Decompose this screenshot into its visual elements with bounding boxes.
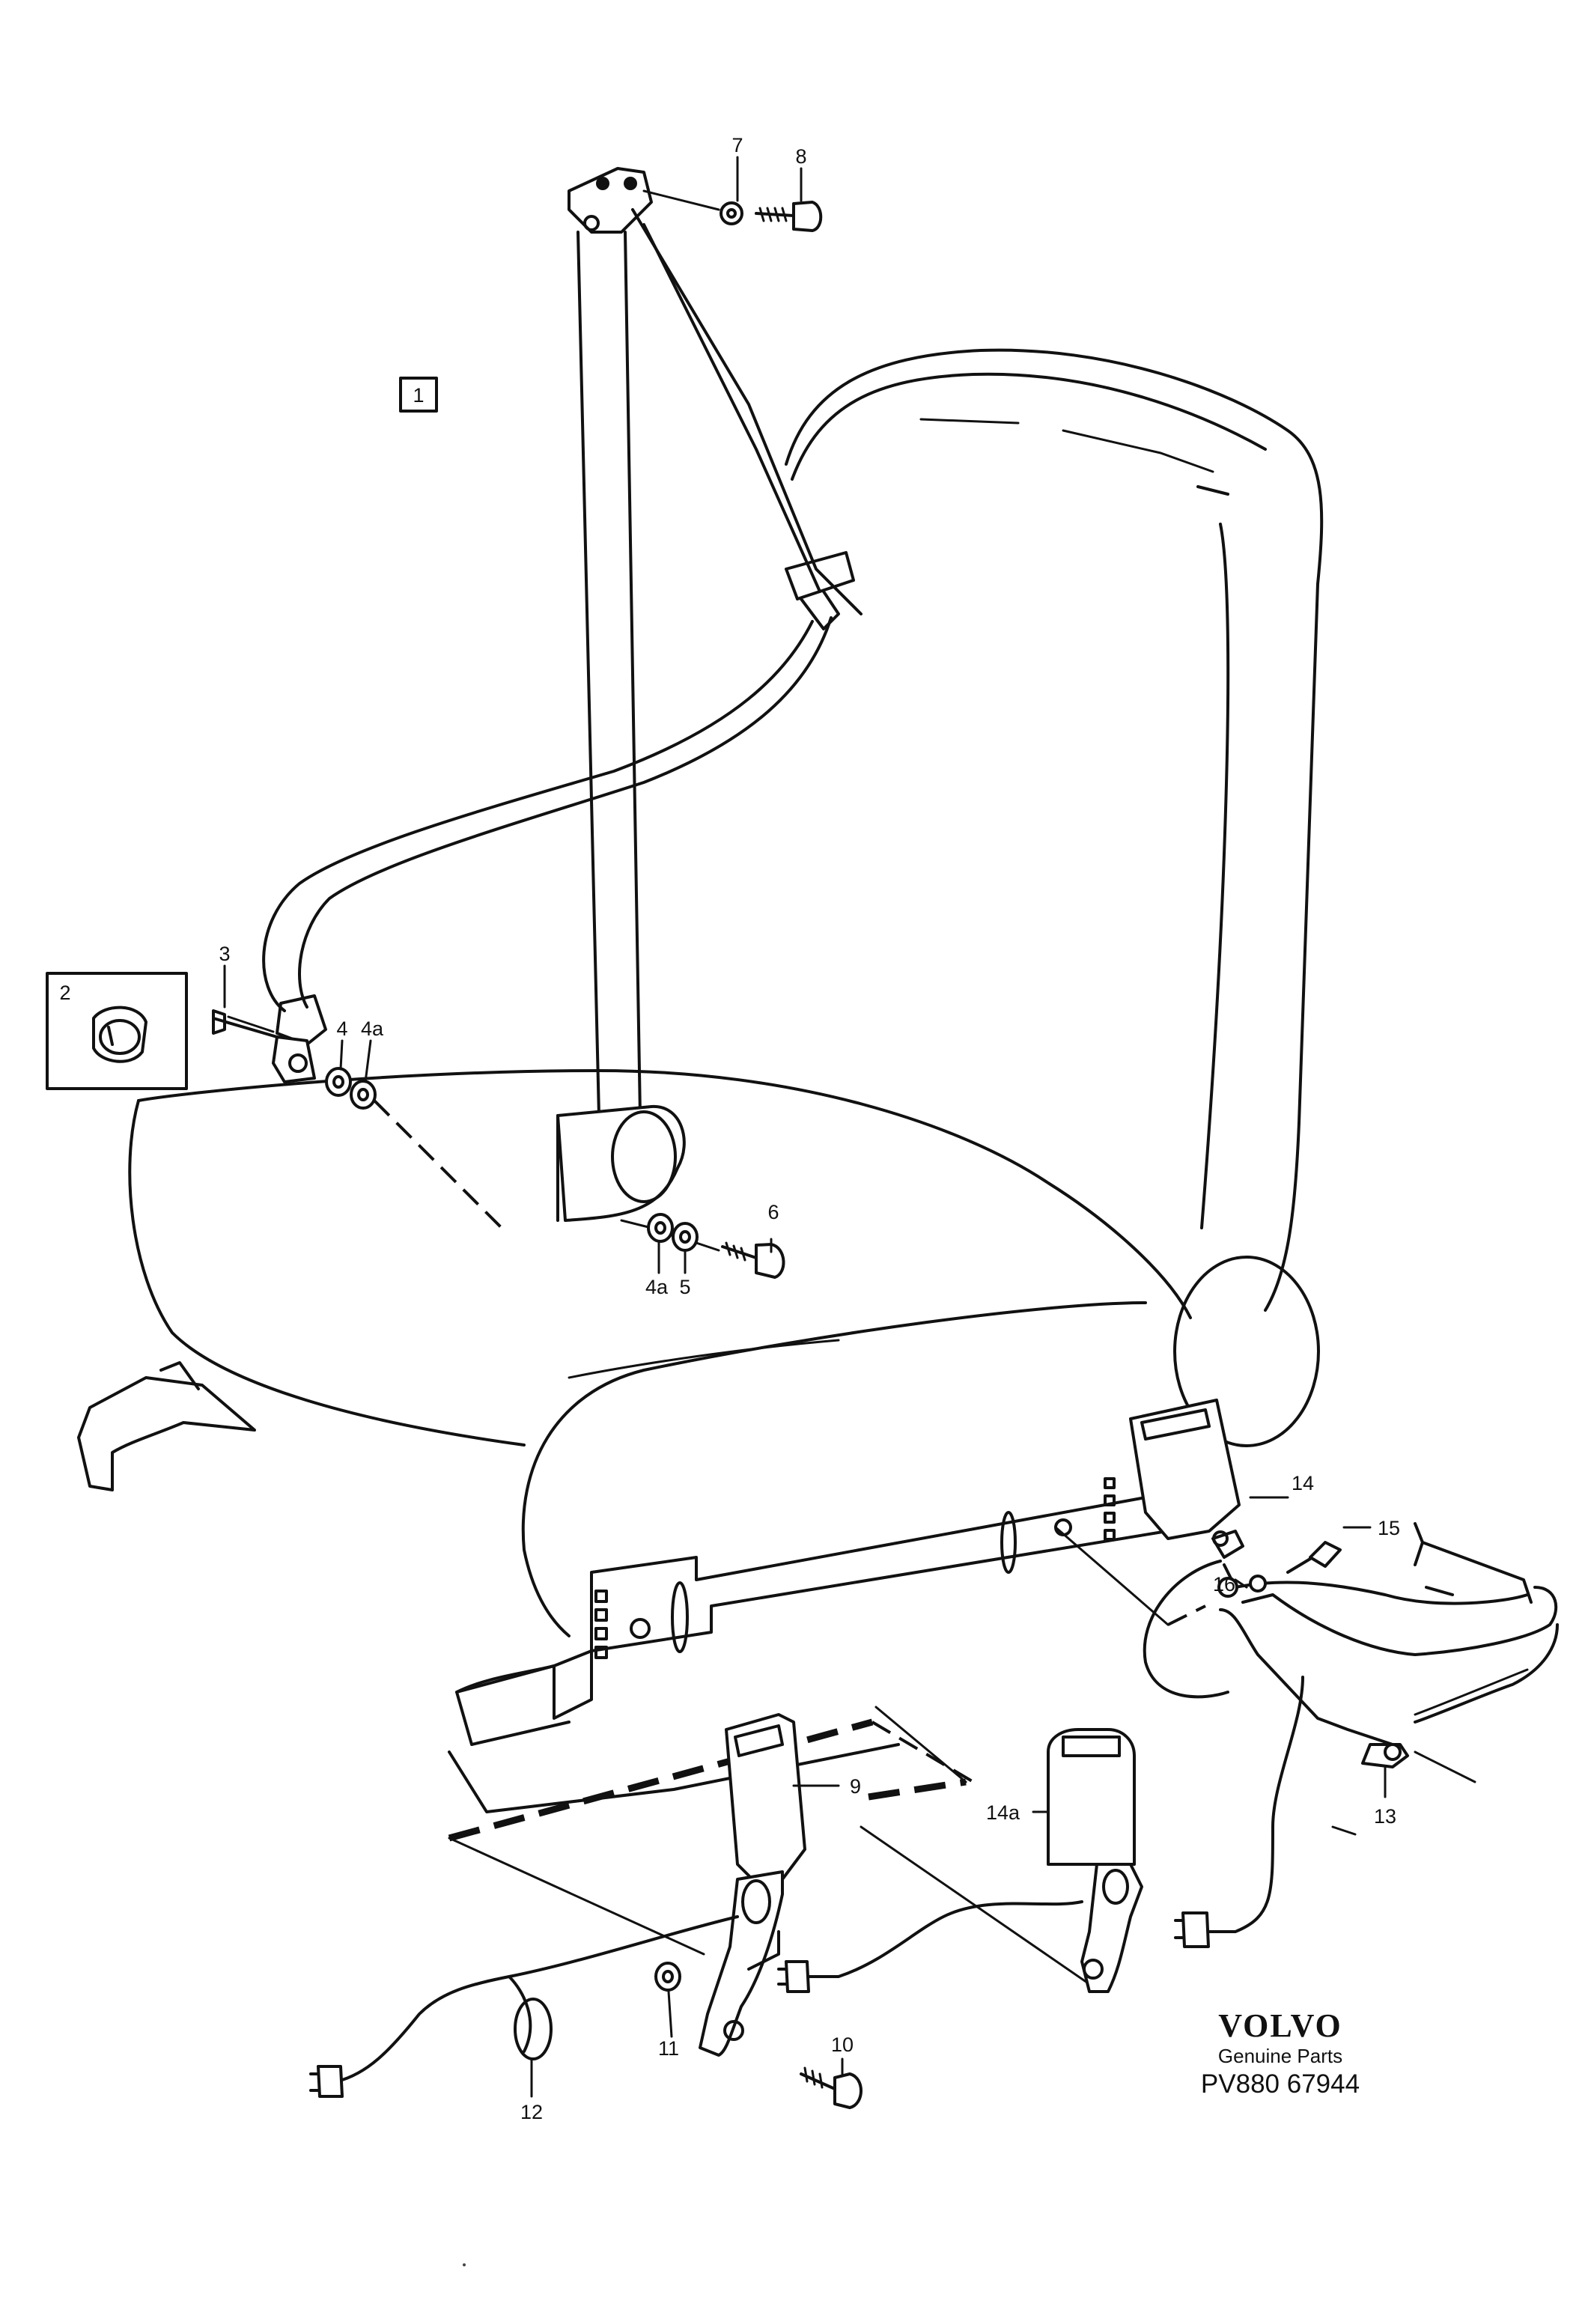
callout-9: 9 (850, 1775, 861, 1798)
bolt-16 (1217, 1575, 1267, 1598)
wire-14 (1143, 1560, 1304, 1948)
callout-16: 16 (1213, 1573, 1235, 1596)
seat-backrest (785, 348, 1324, 1312)
buckle-14a (1047, 1728, 1143, 1993)
buckle-stalk-13 (1219, 1522, 1559, 1783)
buckle-9 (699, 1713, 806, 2057)
anchor-plate-left (212, 1009, 503, 1229)
wire-14a (777, 1900, 1083, 1993)
bolt-15 (1286, 1541, 1342, 1574)
callout-4a-lower: 4a (645, 1276, 669, 1298)
callout-8: 8 (795, 145, 806, 168)
callout-5: 5 (679, 1276, 690, 1298)
callout-13: 13 (1374, 1805, 1396, 1828)
callout-11: 11 (658, 2037, 679, 2060)
callout-10: 10 (831, 2034, 854, 2056)
brand-block: VOLVO Genuine Parts PV880 67944 (1201, 2007, 1360, 2099)
callout-4: 4 (336, 1017, 347, 1040)
top-anchor-hardware (642, 189, 823, 232)
inset-box-2: 2 (46, 972, 188, 1090)
seat-side-knob (1173, 1256, 1320, 1447)
wire-9 (309, 1915, 739, 2098)
callout-12: 12 (520, 2101, 543, 2123)
belt-retractor (556, 1104, 686, 1222)
retractor-hardware (620, 1213, 785, 1279)
shoulder-belt (262, 167, 863, 1117)
callout-4a-upper: 4a (361, 1017, 384, 1040)
bolt-10 (800, 2066, 863, 2109)
callout-3: 3 (219, 943, 230, 965)
leader-lines (448, 1526, 1357, 1986)
callout-7: 7 (731, 134, 743, 156)
seat-rail-left (77, 1361, 256, 1491)
brand-subtitle: Genuine Parts (1218, 2045, 1342, 2067)
callout-leaders (223, 156, 1387, 2098)
callout-2: 2 (59, 982, 70, 1004)
washer-11 (654, 1962, 681, 1992)
callout-6: 6 (767, 1201, 779, 1223)
stray-mark (463, 2263, 466, 2266)
seat-cushion (128, 1069, 1192, 1637)
brand-name: VOLVO (1218, 2007, 1342, 2044)
callout-14: 14 (1292, 1472, 1314, 1494)
callout-1: 1 (413, 384, 424, 407)
callout-15: 15 (1378, 1517, 1400, 1539)
callout-labels: 3 4 4a 7 8 6 4a 5 9 14 15 16 13 14a 11 1… (219, 134, 1400, 2123)
reference-number: PV880 67944 (1201, 2069, 1360, 2099)
callout-14a: 14a (986, 1801, 1020, 1824)
callout-box-1: 1 (399, 377, 438, 413)
buckle-14 (1129, 1399, 1244, 1559)
